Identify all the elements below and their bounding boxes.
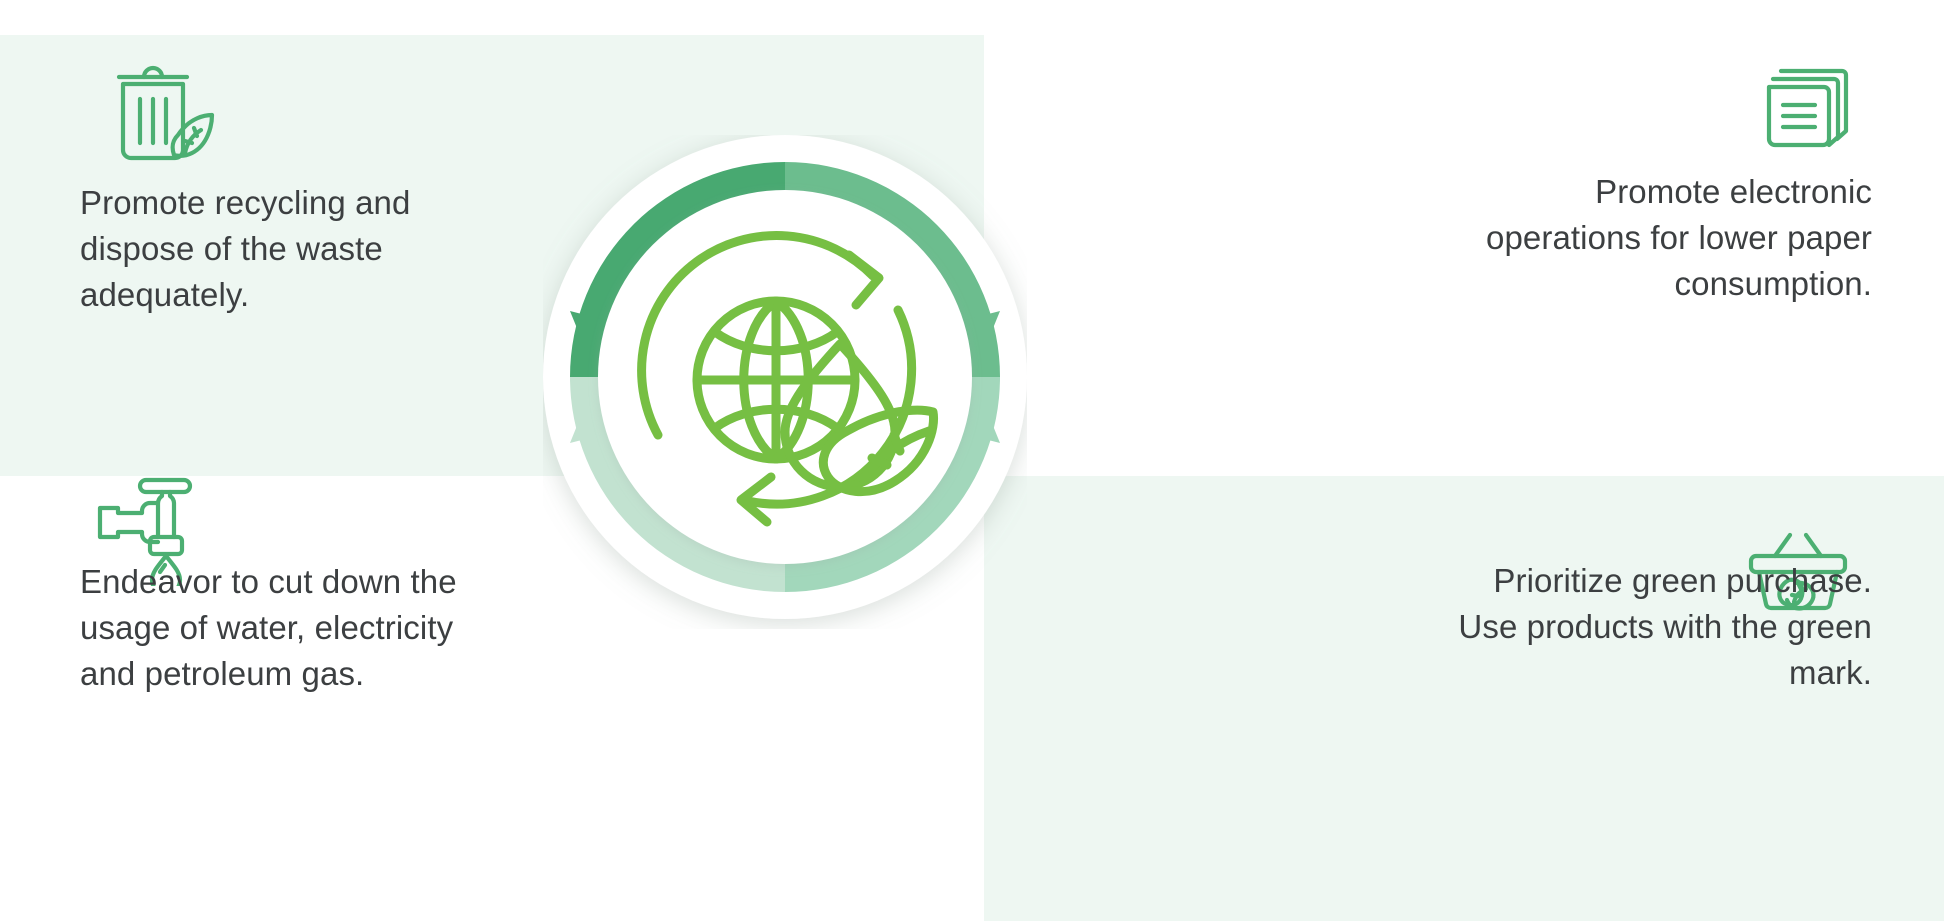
bottom-left-arrow-head (570, 406, 609, 443)
globe-parallel-bottom (710, 404, 842, 433)
emblem-arrow-ring (570, 162, 1000, 592)
bottom-right-arrow-head (961, 406, 1000, 443)
top-right-arrow-segment (785, 162, 1000, 377)
shopping-basket-leaf-icon (1742, 526, 1854, 614)
globe-meridian-left (739, 296, 781, 464)
top-right-arrow-head (961, 311, 1000, 348)
leaf-front (819, 405, 939, 497)
globe-leaf-recycle-icon (637, 231, 939, 527)
bottom-left-arrow-segment (570, 377, 785, 592)
top-left-arrow-head (570, 311, 609, 348)
quadrant-bottom-left-text: Endeavor to cut down the usage of water,… (80, 563, 457, 692)
recycle-arc-top (637, 231, 878, 440)
top-left-arrow-segment (570, 162, 785, 377)
recycle-arrow-head-top (844, 250, 884, 310)
quadrant-bottom-right: Prioritize green purchase. Use products … (984, 476, 1944, 921)
bottom-right-arrow-segment (785, 377, 1000, 592)
sustainability-emblem (543, 135, 1027, 629)
leaf-vein-main (858, 426, 934, 484)
quadrant-bottom-right-background (984, 476, 1944, 921)
quadrant-top-right-text: Promote electronic operations for lower … (1486, 173, 1872, 302)
leaf-vein-1 (867, 453, 892, 470)
globe-parallel-top (710, 327, 842, 356)
quadrant-top-left-text: Promote recycling and dispose of the was… (80, 184, 411, 313)
faucet-water-drop-icon (88, 446, 206, 586)
recycle-arrow-head-bottom (736, 472, 776, 527)
trash-bin-leaf-icon (86, 57, 216, 167)
quadrant-bottom-right-text: Prioritize green purchase. Use products … (1458, 562, 1872, 691)
paper-stack-icon (1756, 55, 1860, 153)
quadrant-top-right: Promote electronic operations for lower … (984, 0, 1944, 476)
leaf-vein-2 (889, 430, 905, 456)
